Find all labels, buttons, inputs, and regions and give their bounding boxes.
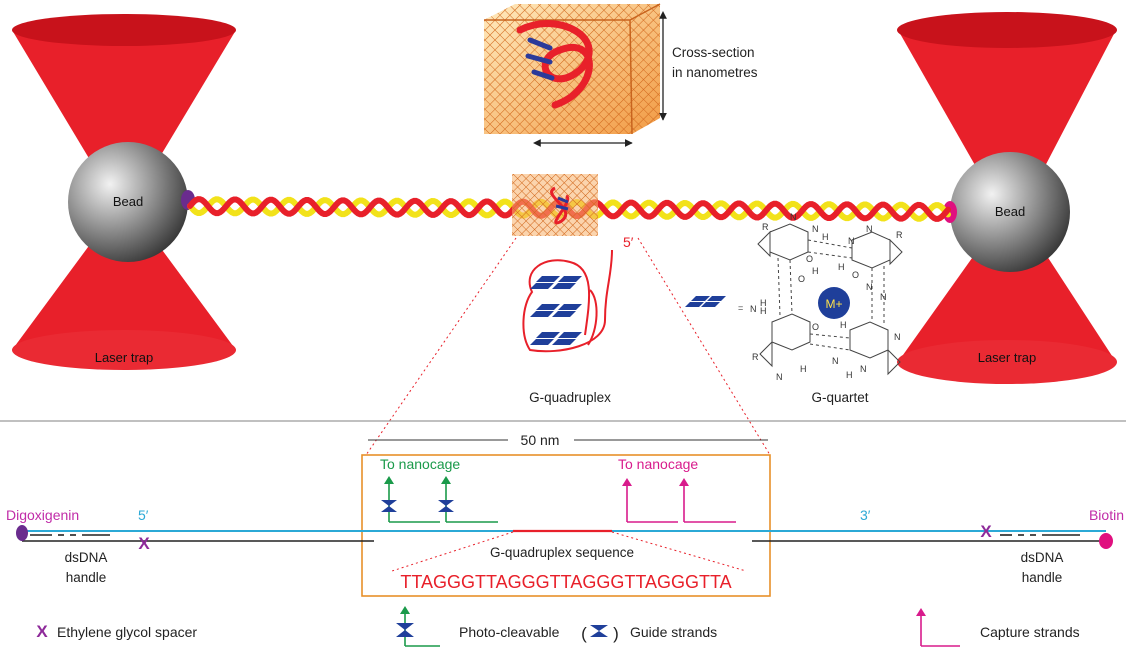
svg-text:): ) — [613, 624, 619, 643]
biotin-dot — [1099, 533, 1113, 549]
right-dsdna-dashes — [1000, 534, 1080, 536]
svg-text:O: O — [798, 274, 805, 284]
svg-text:H: H — [840, 320, 847, 330]
svg-text:N: N — [848, 236, 855, 246]
g-quartet-structure — [757, 223, 903, 376]
tetrad-icon — [685, 296, 726, 307]
svg-text:H: H — [812, 266, 819, 276]
svg-text:H: H — [760, 306, 767, 316]
right-trap-label: Laser trap — [978, 350, 1037, 365]
svg-text:N: N — [860, 364, 867, 374]
left-laser-trap: Bead Laser trap — [12, 14, 236, 370]
biotin-label: Biotin — [1089, 507, 1124, 523]
svg-text:R: R — [762, 222, 769, 232]
right-bead-label: Bead — [995, 204, 1025, 219]
nanocage-3d: Cross-section in nanometres — [484, 3, 758, 147]
svg-text:R: R — [752, 352, 759, 362]
svg-text:N: N — [866, 224, 873, 234]
legend-spacer-icon: X — [36, 622, 48, 641]
svg-text:H: H — [822, 232, 829, 242]
left-handle-label-1: dsDNA — [65, 550, 108, 565]
gq-sequence: TTAGGGTTAGGGTTAGGGTTAGGGTTA — [400, 572, 731, 592]
g-quadruplex-schematic: 5′ G-quadruplex — [522, 234, 634, 405]
legend-photo-cleavable-label: Photo-cleavable — [459, 624, 560, 640]
capture-strand-1 — [622, 478, 678, 523]
spacer-x-left: X — [138, 534, 150, 553]
legend-guide-label: Guide strands — [630, 624, 717, 640]
guide-strand-2 — [438, 476, 498, 523]
seq-zoom-right — [611, 531, 747, 572]
svg-text:H: H — [838, 262, 845, 272]
metal-ion — [818, 287, 850, 319]
svg-text:N: N — [750, 304, 757, 314]
legend-photo-cleavable-icon — [396, 606, 440, 647]
digoxigenin-dot — [16, 525, 28, 541]
capture-strand-2 — [679, 478, 736, 523]
svg-text:O: O — [852, 270, 859, 280]
left-bead-label: Bead — [113, 194, 143, 209]
zoom-line-right — [637, 237, 771, 456]
construct-box — [361, 454, 771, 597]
guide-strand-1 — [381, 476, 440, 523]
svg-text:R: R — [896, 230, 903, 240]
svg-text:O: O — [812, 322, 819, 332]
cross-section-label-2: in nanometres — [672, 65, 758, 80]
scale-label: 50 nm — [521, 432, 560, 448]
svg-text:O: O — [806, 254, 813, 264]
svg-text:H: H — [760, 298, 767, 308]
equals-sign: = — [738, 303, 743, 313]
svg-text:N: N — [790, 212, 797, 222]
svg-text:N: N — [880, 292, 887, 302]
biotin-dot-top — [943, 201, 957, 223]
zoom-line-left — [365, 237, 517, 456]
left-bead — [68, 142, 188, 262]
to-nanocage-right: To nanocage — [618, 456, 698, 472]
legend-capture-label: Capture strands — [980, 624, 1080, 640]
left-handle-label-2: handle — [66, 570, 107, 585]
svg-text:N: N — [832, 356, 839, 366]
g-quartet-label: G-quartet — [811, 390, 868, 405]
right-bead — [950, 152, 1070, 272]
digoxigenin-label: Digoxigenin — [6, 507, 79, 523]
gq-sequence-label: G-quadruplex sequence — [490, 545, 634, 560]
svg-text:N: N — [866, 282, 873, 292]
legend-capture-icon — [916, 608, 960, 647]
g-tetrad-stack — [530, 276, 582, 345]
spacer-x-right: X — [980, 522, 992, 541]
svg-text:H: H — [800, 364, 807, 374]
svg-text:N: N — [776, 372, 783, 382]
metal-ion-label: M+ — [825, 297, 842, 311]
g-quadruplex-label: G-quadruplex — [529, 390, 611, 405]
nanocage-on-tether — [512, 174, 598, 236]
guide-strands — [381, 476, 498, 523]
legend-guide-icon: ( ) — [581, 624, 619, 643]
right-laser-trap: Bead Laser trap — [897, 12, 1117, 384]
five-prime-top: 5′ — [623, 234, 634, 250]
svg-text:N: N — [812, 224, 819, 234]
seq-zoom-left — [391, 531, 514, 572]
left-trap-label: Laser trap — [95, 350, 154, 365]
svg-text:H: H — [846, 370, 853, 380]
capture-strands — [622, 478, 736, 523]
right-handle-label-1: dsDNA — [1021, 550, 1064, 565]
to-nanocage-left: To nanocage — [380, 456, 460, 472]
svg-text:N: N — [894, 332, 901, 342]
cross-section-label-1: Cross-section — [672, 45, 755, 60]
legend-spacer-label: Ethylene glycol spacer — [57, 624, 197, 640]
svg-text:(: ( — [581, 624, 587, 643]
right-handle-label-2: handle — [1022, 570, 1063, 585]
three-prime-bottom: 3′ — [860, 507, 871, 523]
five-prime-bottom: 5′ — [138, 507, 149, 523]
